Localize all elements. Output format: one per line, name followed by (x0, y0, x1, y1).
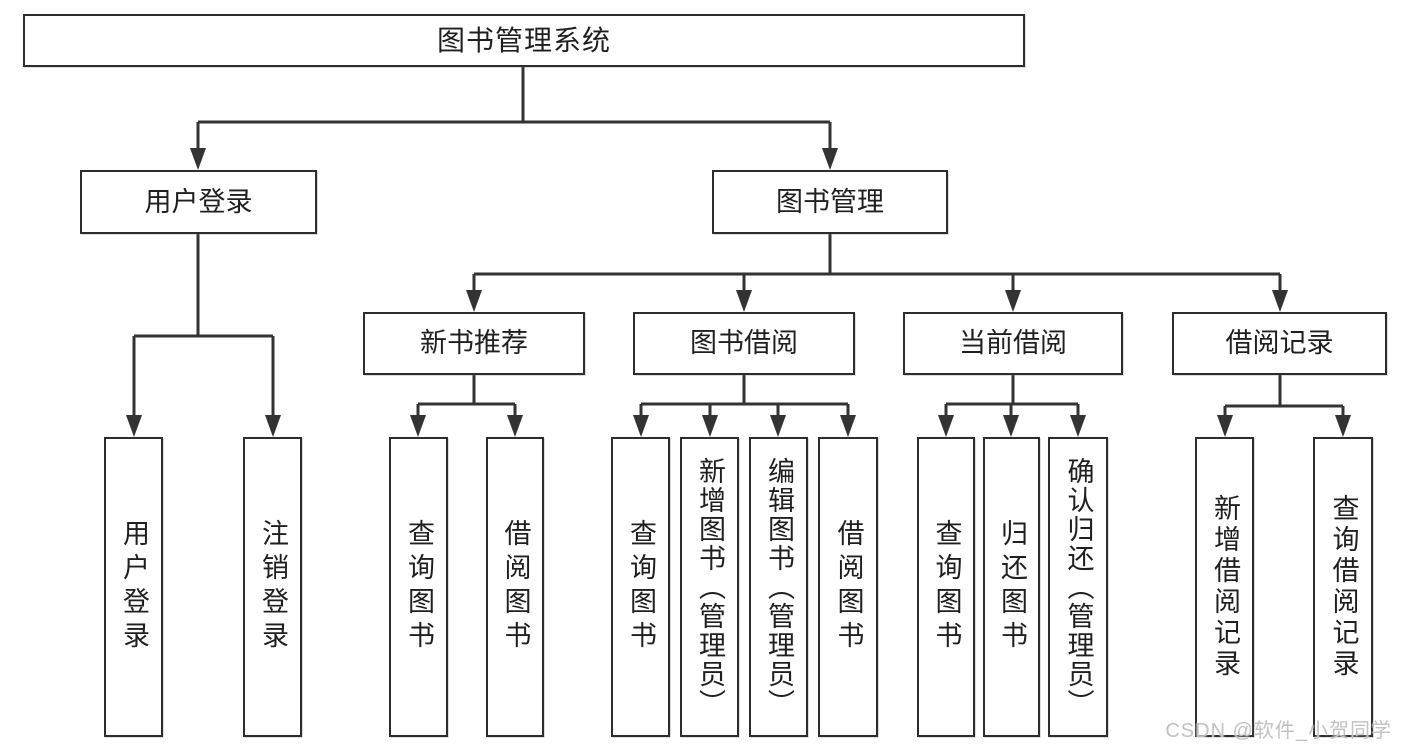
arrow-down-icon (1217, 415, 1233, 437)
leaf-add-book-admin: 新增图书（管理员） (680, 437, 739, 737)
node-book-borrowing: 图书借阅 (633, 312, 855, 375)
node-label: 新书推荐 (420, 328, 528, 358)
arrow-down-icon (1335, 415, 1351, 437)
node-book-management: 图书管理 (712, 170, 948, 234)
leaf-add-borrow-record: 新增借阅记录 (1195, 437, 1254, 737)
leaf-logout: 注销登录 (243, 437, 302, 737)
arrow-down-icon (840, 415, 856, 437)
leaf-borrow-books-borrowing: 借阅图书 (818, 437, 878, 737)
arrow-down-icon (507, 415, 523, 437)
leaf-label: 编辑图书（管理员） (764, 456, 794, 718)
leaf-query-books-borrowing: 查询图书 (611, 437, 670, 737)
leaf-query-books-current: 查询图书 (917, 437, 975, 737)
arrow-down-icon (633, 415, 649, 437)
arrow-down-icon (126, 415, 142, 437)
node-new-book-recommend: 新书推荐 (363, 312, 585, 375)
leaf-label: 查询图书 (931, 519, 962, 655)
arrowhead-icons (126, 148, 1351, 437)
leaf-borrow-books-recommend: 借阅图书 (486, 437, 544, 737)
leaf-label: 归还图书 (997, 519, 1027, 655)
arrow-down-icon (410, 415, 426, 437)
leaf-label: 确认归还（管理员） (1063, 456, 1094, 718)
leaf-label: 借阅图书 (833, 519, 864, 655)
node-label: 用户登录 (144, 186, 253, 217)
leaf-label: 借阅图书 (500, 519, 531, 655)
leaf-query-books-recommend: 查询图书 (389, 437, 448, 737)
leaf-return-books: 归还图书 (983, 437, 1040, 737)
node-label: 图书管理 (776, 186, 884, 217)
leaf-label: 新增图书（管理员） (695, 456, 725, 718)
leaf-edit-book-admin: 编辑图书（管理员） (749, 437, 808, 737)
arrow-down-icon (822, 148, 838, 170)
node-label: 借阅记录 (1225, 328, 1334, 358)
leaf-user-login: 用户登录 (104, 437, 163, 737)
arrow-down-icon (1070, 415, 1086, 437)
leaf-label: 查询借阅记录 (1328, 494, 1359, 680)
tree-edges (132, 67, 1345, 419)
leaf-label: 新增借阅记录 (1210, 494, 1240, 680)
arrow-down-icon (770, 415, 786, 437)
arrow-down-icon (736, 290, 752, 312)
arrow-down-icon (265, 415, 281, 437)
arrow-down-icon (702, 415, 718, 437)
leaf-label: 注销登录 (258, 519, 288, 655)
leaf-query-borrow-record: 查询借阅记录 (1313, 437, 1373, 737)
leaf-label: 用户登录 (119, 519, 149, 655)
csdn-watermark: CSDN @软件_小贺同学 (1165, 720, 1392, 742)
leaf-confirm-return-admin: 确认归还（管理员） (1048, 437, 1108, 737)
arrow-down-icon (1003, 415, 1019, 437)
arrow-down-icon (190, 148, 206, 170)
leaf-label: 查询图书 (626, 519, 656, 655)
node-label: 图书管理系统 (436, 24, 611, 56)
node-label: 当前借阅 (959, 328, 1067, 358)
arrow-down-icon (938, 415, 954, 437)
node-user-login: 用户登录 (80, 170, 317, 234)
node-label: 图书借阅 (690, 328, 798, 358)
arrow-down-icon (1005, 290, 1021, 312)
node-library-management-system: 图书管理系统 (23, 14, 1025, 67)
node-borrowing-records: 借阅记录 (1172, 312, 1387, 375)
arrow-down-icon (1272, 290, 1288, 312)
node-current-borrowing: 当前借阅 (903, 312, 1123, 375)
leaf-label: 查询图书 (404, 519, 434, 655)
arrow-down-icon (466, 290, 482, 312)
